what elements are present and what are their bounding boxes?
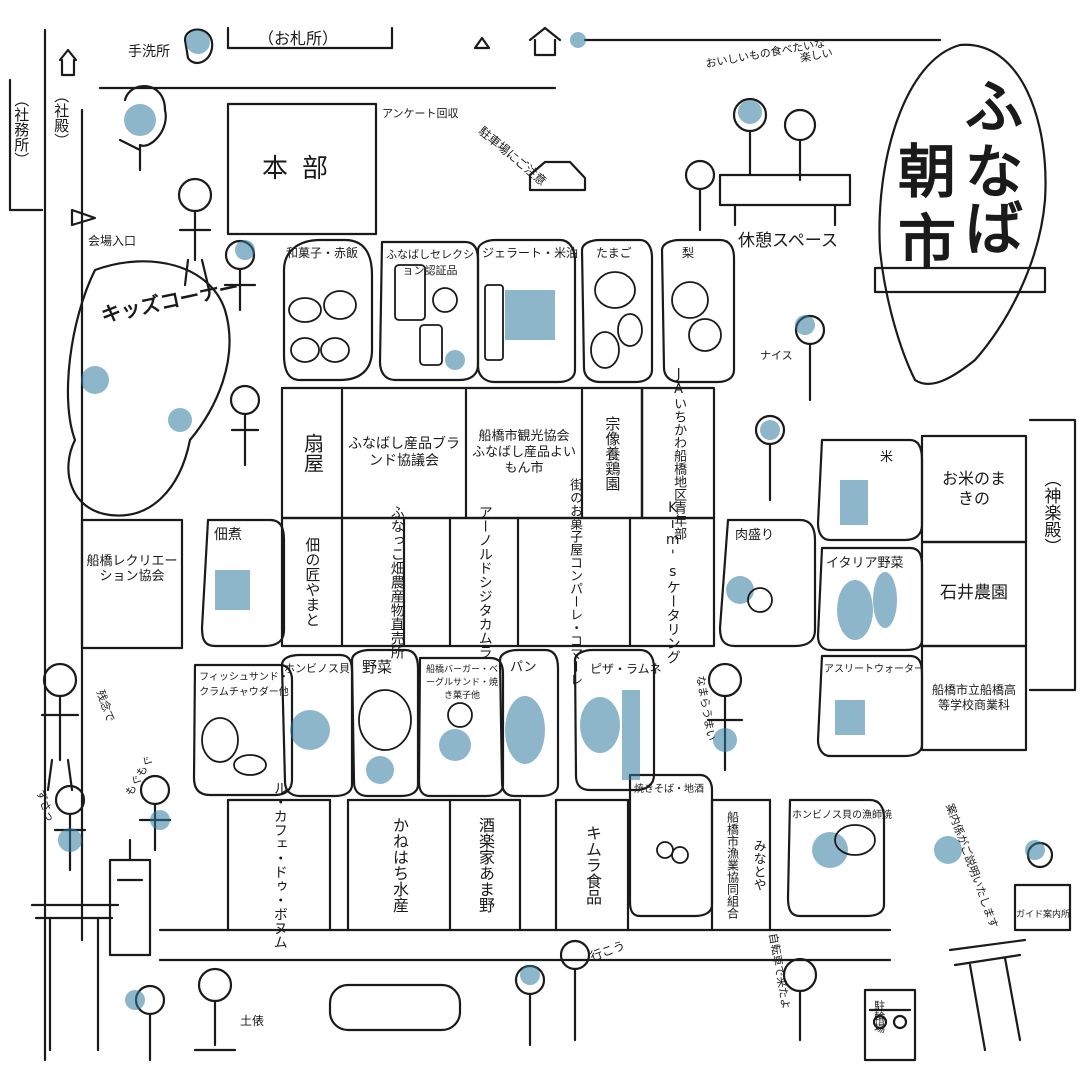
temizu-label: 手洗所 xyxy=(128,44,170,60)
booth-honbu: 本部 xyxy=(261,153,342,184)
rest-space-label: 休憩スペース xyxy=(738,231,838,251)
guide-label: ガイド案内所 xyxy=(1016,910,1071,920)
bubble-tsukudani: 佃煮 xyxy=(214,527,242,543)
booth-takamura: アーノルドシジタカムラ xyxy=(476,505,493,659)
title-char-1: ふ xyxy=(965,73,1024,141)
booth-kims: Kim'sケータリング xyxy=(664,500,681,664)
bubble-yasai: 野菜 xyxy=(362,658,393,676)
booth-ja-ichikawa: JAいちかわ船橋地区青年部 xyxy=(671,366,687,540)
recreation-assoc-label: 船橋レクリエーション協会 xyxy=(86,554,178,584)
bubble-nikumori: 肉盛り xyxy=(735,528,775,543)
bubble-kome: 米 xyxy=(880,450,894,465)
title-char-5: 朝 xyxy=(898,138,957,206)
ofuda-label: （お札所） xyxy=(258,29,339,48)
booth-le-cafe: ル・カフェ・ドゥ・ボヌム xyxy=(271,781,288,949)
bubble-nashi: 梨 xyxy=(682,246,695,260)
booth-ichiritsu-funako: 船橋市立船橋高等学校商業科 xyxy=(931,683,1016,712)
booth-munakata: 宗像養鶏園 xyxy=(603,415,622,491)
booth-tourism-assoc: 船橋市観光協会 ふなばし産品よいもん市 xyxy=(472,428,577,477)
shaden-label: （社殿） xyxy=(52,88,71,148)
bubble-ryoshi-yaki: ホンビノス貝の漁師焼 xyxy=(792,810,892,821)
booth-minatoya: みなとや xyxy=(750,839,766,891)
booth-yamato: 佃の匠やまと xyxy=(303,537,322,627)
accent-fills xyxy=(58,30,1045,1010)
bubble-gelato: ジェラート・米油 xyxy=(482,246,579,260)
churinjo-label: 駐輪場 xyxy=(872,1000,886,1033)
entrance-label: 会場入口 xyxy=(88,234,137,248)
bubble-tamago: たまご xyxy=(596,246,632,260)
booth-kimura: キムラ食品 xyxy=(583,825,602,905)
bubble-selection: ふなばしセレクション認証品 xyxy=(386,248,474,277)
bubble-wagashi: 和菓子・赤飯 xyxy=(286,246,359,260)
dohyo-label: 土俵 xyxy=(240,1014,265,1028)
bubble-hombinos: ホンビノス貝 xyxy=(284,662,350,675)
bubble-yakisoba: 焼きそば・地酒 xyxy=(634,784,704,795)
nice-note: ナイス xyxy=(760,349,793,362)
booth-ougiya: 扇屋 xyxy=(300,433,325,473)
bubble-italian-veg: イタリア野菜 xyxy=(826,556,904,571)
booth-okome-makino: お米のまきの xyxy=(941,469,1006,508)
bubble-pan: パン xyxy=(510,660,537,675)
enquete-note: アンケート回収 xyxy=(382,107,459,120)
booth-gyokyo: 船橋市漁業協同組合 xyxy=(725,811,740,919)
bubble-athlete-water: アスリートウォーター xyxy=(824,664,924,675)
kagura-label: （神楽殿） xyxy=(1040,470,1061,555)
booth-brand-council: ふなばし産品ブランド協議会 xyxy=(348,435,460,470)
bubble-burger: 船橋バーガー・ベーグルサンド・焼き菓子他 xyxy=(425,665,498,701)
booth-ishii: 石井農園 xyxy=(940,583,1008,604)
bubble-fish-sand: フィッシュサンド・クラムチャウダー他 xyxy=(199,672,289,698)
booth-kanehachi: かねはち水産 xyxy=(390,817,409,913)
booth-amano: 酒楽家あま野 xyxy=(476,817,495,913)
title-char-3: ば xyxy=(965,195,1024,263)
booth-funakko: ふなっこ畑農産物直売所 xyxy=(388,505,405,659)
title-char-2: な xyxy=(965,138,1024,206)
title-char-6: 市 xyxy=(898,208,957,276)
shamusho-label: （社務所） xyxy=(12,92,31,167)
booth-compare: 街のお菓子屋コンパーレ・コマーレ xyxy=(567,478,583,686)
bubble-pizza: ピザ・ラムネ xyxy=(590,662,662,676)
